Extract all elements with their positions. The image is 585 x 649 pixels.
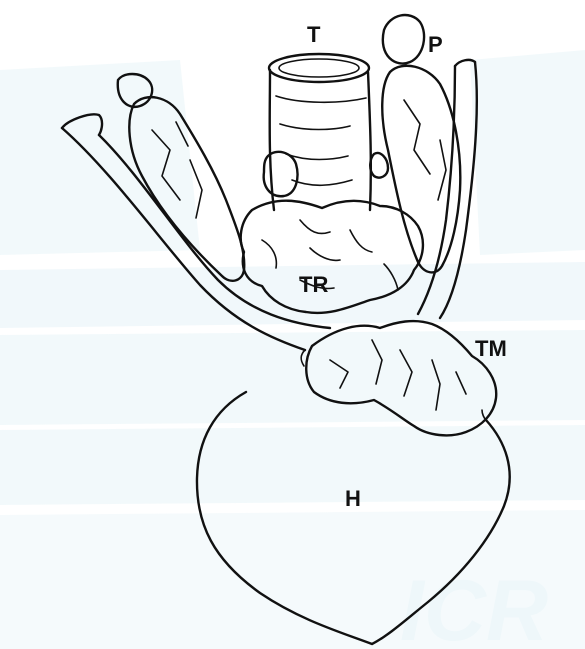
thymus-right-lobe — [382, 66, 460, 273]
label-parathyroid: P — [428, 32, 443, 57]
trachea — [269, 54, 371, 210]
label-thyroid: TR — [299, 272, 328, 297]
parathyroid-left-inner — [264, 152, 298, 196]
label-thymus: TM — [475, 336, 507, 361]
label-trachea: T — [307, 22, 321, 47]
parathyroid-right-upper — [383, 15, 424, 63]
parathyroid-right-inner — [370, 153, 388, 178]
label-heart: H — [345, 486, 361, 511]
